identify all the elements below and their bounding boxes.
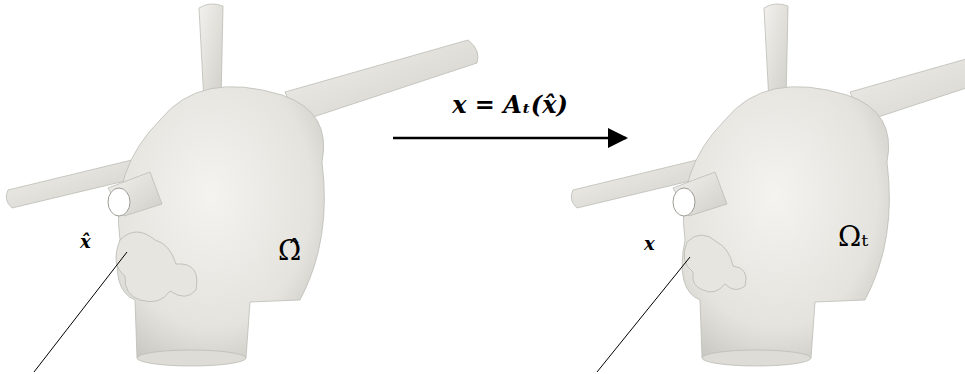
reference-domain <box>6 4 478 366</box>
leader-line <box>34 252 127 372</box>
domain-label: Ω̂ <box>278 236 301 267</box>
aneurysm-blob <box>116 232 197 302</box>
mapping-formula: x = Aₜ(x̂) <box>452 92 568 118</box>
leader-line <box>597 257 690 372</box>
mapping-arrow <box>393 137 626 140</box>
point-label: x̂ <box>80 232 91 252</box>
domain-label: Ωₜ <box>838 222 868 253</box>
current-domain <box>571 4 965 366</box>
point-label: x <box>644 234 655 254</box>
